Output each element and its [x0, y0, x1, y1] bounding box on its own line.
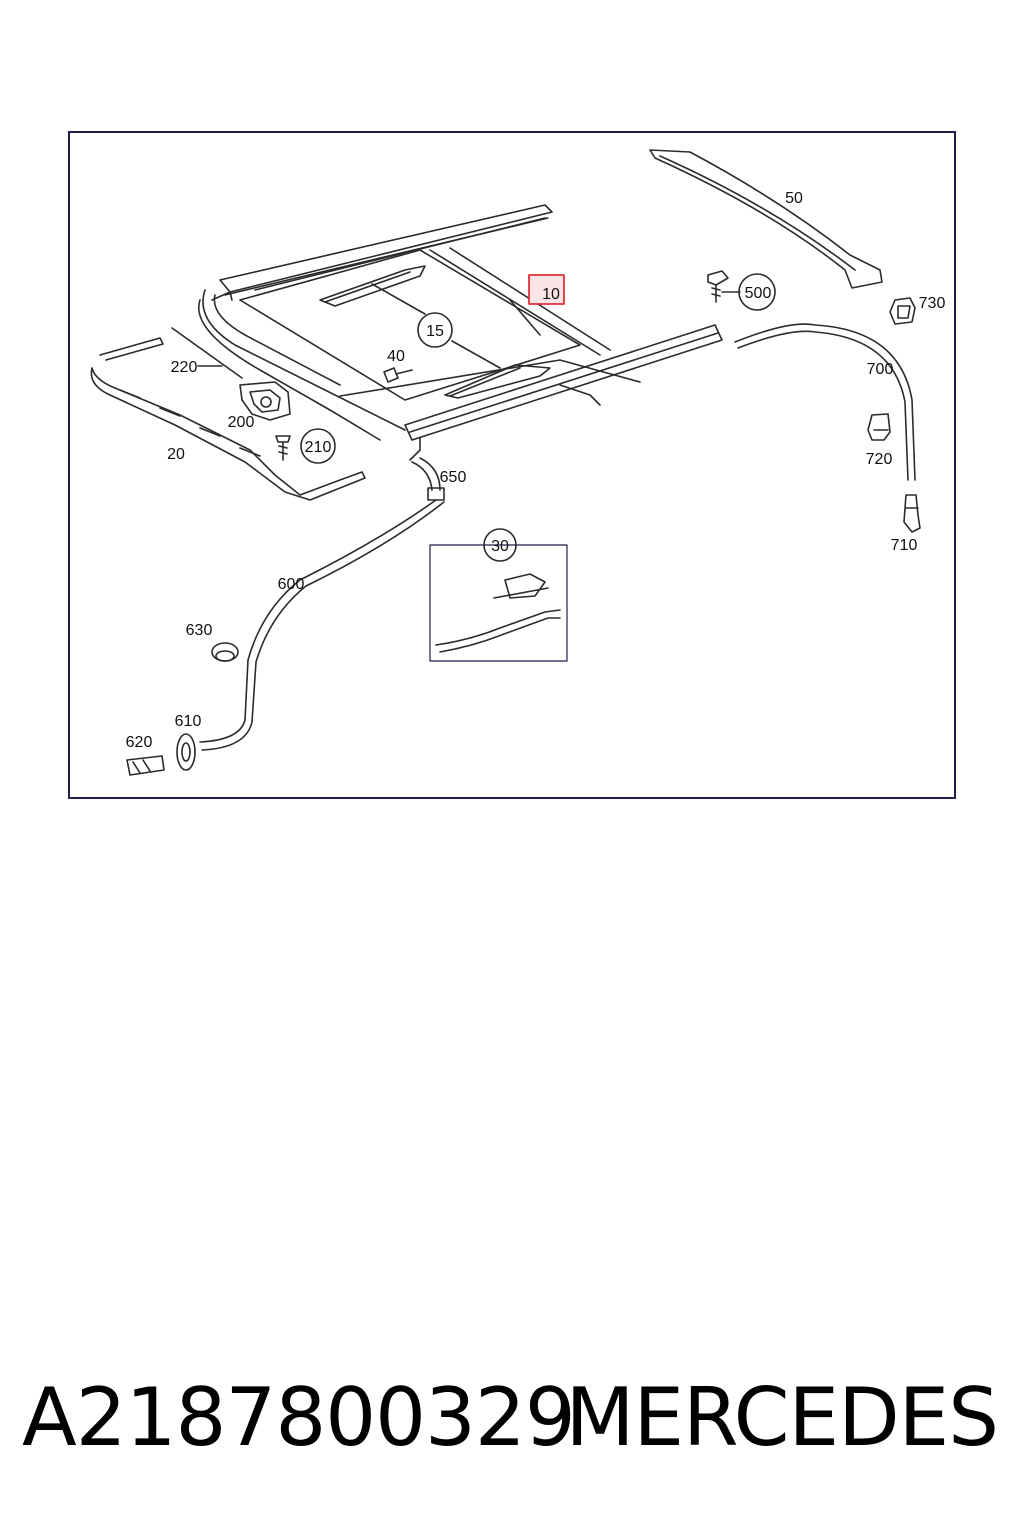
part-40-clip [383, 367, 413, 383]
part-220-cable [171, 327, 243, 379]
callout-700: 700 [867, 361, 894, 378]
part-500-bolt [707, 270, 741, 303]
callout-15: 15 [426, 323, 444, 340]
part-600-hose [199, 499, 445, 751]
callout-210: 210 [305, 439, 332, 456]
part-710-valve [903, 494, 921, 533]
callout-720: 720 [866, 451, 893, 468]
callout-50: 50 [785, 190, 803, 207]
footer: A2187800329 MERCEDES [0, 1368, 1024, 1478]
callout-630: 630 [186, 622, 213, 639]
callout-20: 20 [167, 446, 185, 463]
callout-650: 650 [440, 469, 467, 486]
part-10-sunroof-frame [198, 204, 723, 461]
part-730-clip [889, 297, 916, 325]
part-610-grommet [176, 733, 196, 771]
callout-710: 710 [891, 537, 918, 554]
part-700-hose [734, 323, 916, 481]
callout-30: 30 [491, 538, 509, 555]
callout-10: 10 [542, 286, 560, 303]
part-650-elbow [411, 457, 445, 501]
callout-30-circle [483, 528, 517, 562]
part-200-motor [239, 381, 291, 421]
brand-name: MERCEDES [565, 1371, 999, 1464]
callout-210-circle [300, 428, 336, 464]
part-50-deflector [649, 149, 883, 289]
callout-610: 610 [175, 713, 202, 730]
part-15-blades [319, 265, 551, 399]
part-30-inset [429, 544, 568, 662]
part-720-clip [867, 413, 891, 441]
callout-500-circle [738, 273, 776, 311]
parts-diagram: 10 15 20 30 40 50 200 210 220 500 600 61… [90, 149, 946, 776]
callout-730: 730 [919, 295, 946, 312]
callout-500: 500 [745, 285, 772, 302]
part-20-seal [90, 337, 366, 501]
callout-40: 40 [387, 348, 405, 365]
callout-620: 620 [126, 734, 153, 751]
part-number: A2187800329 [22, 1371, 576, 1464]
part-630-clamp [211, 642, 239, 662]
part-620-end [126, 755, 165, 776]
highlight-10-box [528, 274, 565, 305]
callout-15-circle [417, 312, 453, 348]
callout-600: 600 [278, 576, 305, 593]
callout-220: 220 [171, 359, 198, 376]
callout-200: 200 [228, 414, 255, 431]
part-210-screw [275, 435, 291, 461]
